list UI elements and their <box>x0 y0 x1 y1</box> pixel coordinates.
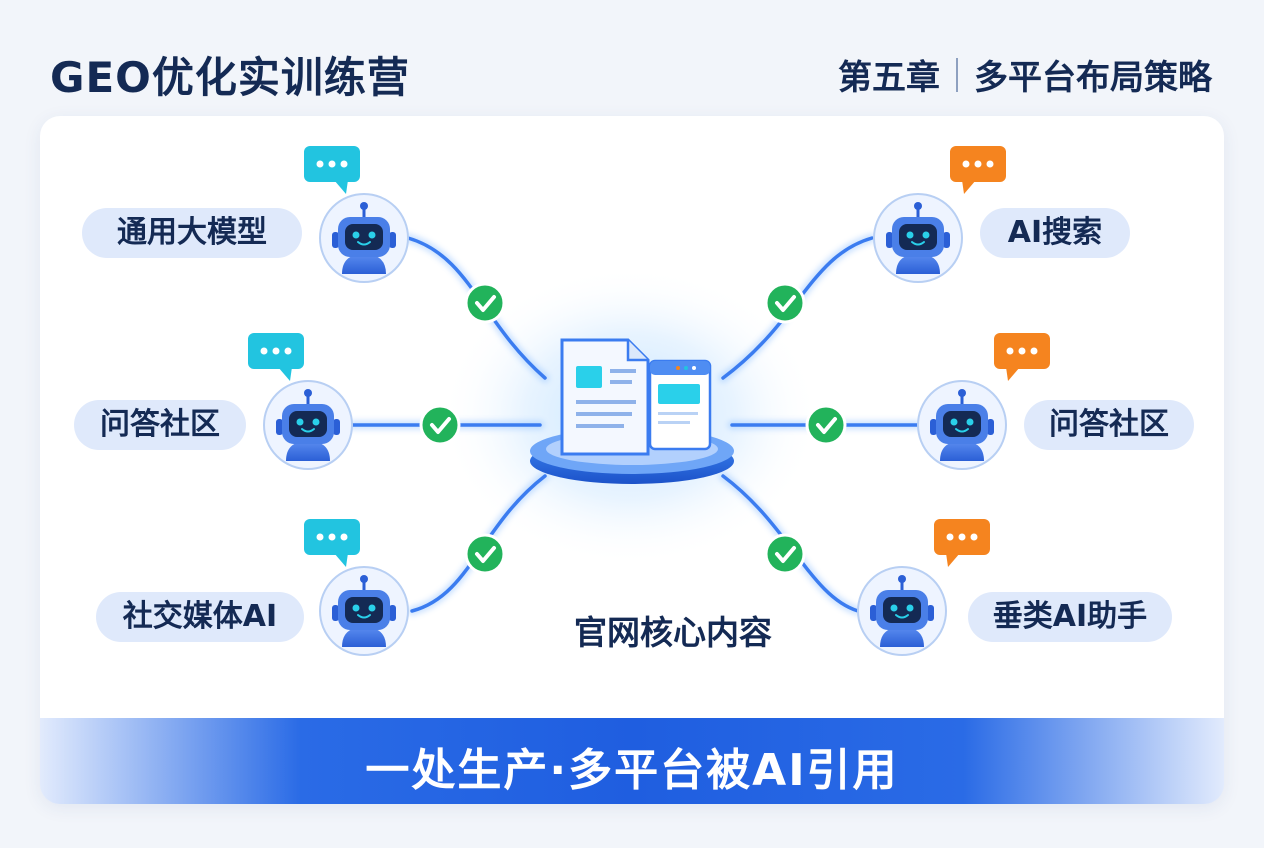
check-icon <box>464 533 506 575</box>
page-title: GEO优化实训练营 <box>50 53 410 102</box>
connector-right-1 <box>721 236 874 380</box>
platform-label-right-1: AI搜索 <box>980 208 1130 258</box>
check-icon <box>419 404 461 446</box>
robot-icon <box>917 380 1007 470</box>
chat-bubble-icon <box>304 146 360 194</box>
check-icon <box>764 282 806 324</box>
platform-label-right-2: 问答社区 <box>1024 400 1194 450</box>
check-badges <box>419 282 847 575</box>
tagline-banner: 一处生产·多平台被AI引用 <box>40 718 1224 804</box>
platform-label-left-2: 问答社区 <box>74 400 246 450</box>
chat-bubble-icon <box>248 333 304 381</box>
chat-bubble-icon <box>934 519 990 567</box>
check-icon <box>764 533 806 575</box>
platform-label-left-1: 通用大模型 <box>82 208 302 258</box>
robot-icon <box>857 566 947 656</box>
robot-icon <box>319 193 409 283</box>
hub-document-icon <box>530 338 734 484</box>
chapter-number: 第五章 <box>838 58 940 98</box>
tagline-text: 一处生产·多平台被AI引用 <box>365 745 899 796</box>
robot-icon <box>873 193 963 283</box>
robot-nodes <box>248 146 1050 656</box>
chapter-subtitle: 多平台布局策略 <box>974 58 1212 98</box>
robot-icon <box>319 566 409 656</box>
chapter-heading: 第五章 多平台布局策略 <box>838 50 1212 99</box>
chat-bubble-icon <box>994 333 1050 381</box>
check-icon <box>464 282 506 324</box>
chat-bubble-icon <box>304 519 360 567</box>
platform-label-right-3: 垂类AI助手 <box>968 592 1172 642</box>
diagram-canvas <box>248 146 1050 656</box>
chat-bubble-icon <box>950 146 1006 194</box>
hub-label: 官网核心内容 <box>574 613 772 652</box>
robot-icon <box>263 380 353 470</box>
chapter-divider <box>956 57 958 92</box>
check-icon <box>805 404 847 446</box>
diagram-card: 通用大模型 问答社区 社交媒体AI AI搜索 问答社区 垂类AI助手 官网核心内… <box>40 116 1224 804</box>
platform-label-left-3: 社交媒体AI <box>96 592 304 642</box>
